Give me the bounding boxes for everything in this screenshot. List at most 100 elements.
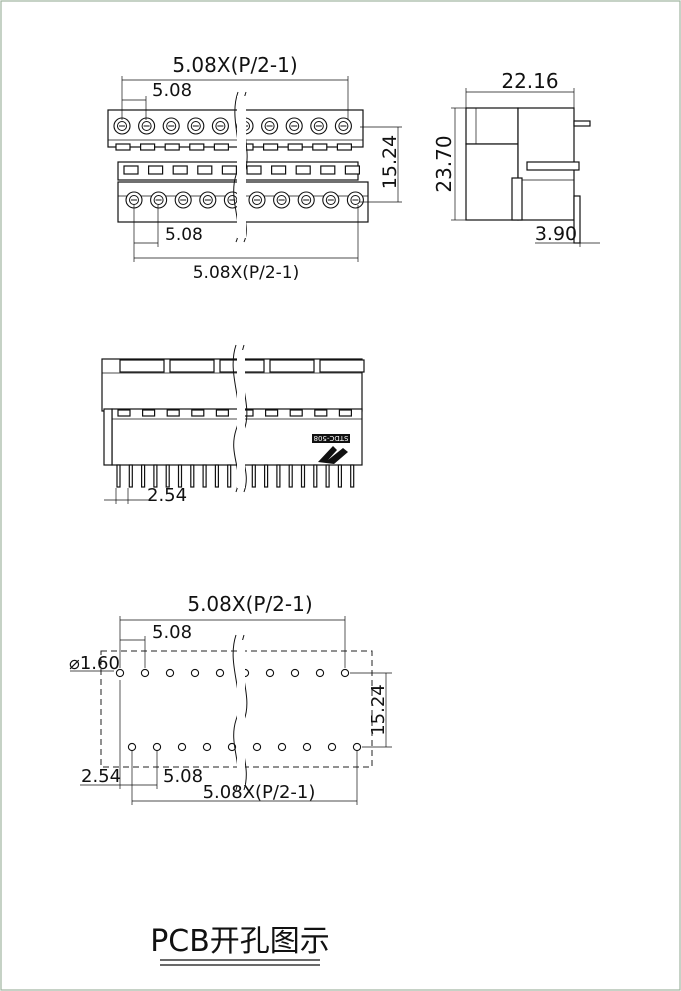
screw-head	[264, 121, 275, 131]
pcb-hole	[327, 742, 337, 752]
tab	[189, 143, 205, 151]
header-pin	[202, 464, 207, 488]
header-pin	[300, 464, 306, 488]
tab	[336, 143, 352, 151]
upper-screw-row	[113, 117, 352, 135]
tab	[269, 359, 315, 373]
side-plug-lower	[465, 143, 519, 221]
header-pin	[116, 464, 121, 488]
tab	[142, 409, 156, 417]
front-latch	[103, 408, 113, 466]
tab	[312, 143, 328, 151]
header-pin	[276, 464, 281, 488]
front-pin-row	[116, 464, 355, 488]
pcb-hole	[227, 742, 237, 752]
dim-pitch-bottom-label: 5.08	[165, 225, 203, 245]
break-gap	[237, 96, 246, 238]
header-pin	[141, 464, 146, 488]
dim-span-top-label: 5.08X(P/2-1)	[172, 53, 297, 77]
tab	[319, 359, 365, 373]
pcb-hole	[352, 742, 362, 752]
screw-head	[313, 121, 324, 131]
dim-span-bottom-label: 5.08X(P/2-1)	[193, 263, 300, 283]
pcb-outline	[100, 650, 373, 768]
tab	[197, 165, 213, 175]
header-pin	[325, 464, 330, 488]
front-view: STDC-508 2.54	[101, 344, 365, 506]
tab	[221, 165, 237, 175]
pcb-dim-offset-label: 2.54	[81, 766, 121, 787]
header-pin	[153, 464, 158, 488]
header-pin	[190, 464, 195, 488]
screw-head	[141, 121, 152, 131]
screw-head	[301, 195, 312, 205]
screw-head	[190, 121, 201, 131]
header-pin	[264, 464, 269, 488]
screw-head	[117, 121, 127, 131]
dim-depth-label: 22.16	[501, 69, 558, 93]
pcb-dim-span-bottom-label: 5.08X(P/2-1)	[203, 782, 316, 803]
pcb-hole	[177, 742, 187, 752]
tab	[191, 409, 205, 417]
side-view: 22.16 23.70 3.90	[432, 69, 600, 247]
header-pin	[165, 464, 170, 488]
pcb-hole	[202, 742, 212, 752]
side-plug-upper	[465, 107, 519, 145]
tab	[295, 165, 311, 175]
pcb-hole-row-top	[115, 668, 350, 678]
pcb-hole-row-bottom	[127, 742, 362, 752]
footer-title: PCB开孔图示	[150, 924, 330, 959]
pcb-dim-row-gap-label: 15.24	[368, 684, 389, 736]
pcb-hole	[265, 668, 275, 678]
lower-screw-row	[125, 191, 364, 209]
pcb-hole	[302, 742, 312, 752]
tab	[119, 359, 165, 373]
screw-head	[227, 195, 238, 205]
screw-head	[215, 121, 226, 131]
header-pin	[214, 464, 219, 488]
screw-head	[289, 121, 300, 131]
pcb-hole	[127, 742, 137, 752]
tab	[320, 165, 336, 175]
header-pin	[313, 464, 318, 488]
tab	[123, 165, 139, 175]
top-view: 5.08X(P/2-1) 5.08 15.24 5.08 5.08X(P/2-1…	[107, 53, 402, 283]
pcb-dim-pitch-top-label: 5.08	[152, 622, 192, 643]
pcb-hole	[115, 668, 125, 678]
front-break-gap	[237, 350, 245, 488]
dim-pin-length-label: 3.90	[535, 223, 577, 245]
pcb-hole	[165, 668, 175, 678]
logo-mark	[318, 446, 348, 464]
tab	[140, 143, 156, 151]
stamp-bar	[312, 434, 350, 443]
tab	[164, 143, 180, 151]
header-pin	[350, 464, 355, 488]
side-pin-upper	[573, 120, 591, 127]
header-slot-marks	[123, 165, 360, 175]
side-pin-channel	[526, 161, 580, 171]
tab	[115, 143, 131, 151]
pcb-hole	[190, 668, 200, 678]
dim-row-gap-label: 15.24	[379, 135, 401, 189]
pcb-dim-diameter-label: ⌀1.60	[69, 653, 120, 674]
screw-head	[202, 195, 213, 205]
screw-head	[325, 195, 336, 205]
dim-height-label: 23.70	[432, 135, 456, 192]
pcb-hole	[252, 742, 262, 752]
header-pin	[337, 464, 342, 488]
tab	[314, 409, 328, 417]
pcb-layout-view: 5.08X(P/2-1) 5.08 ⌀1.60 15.24 2.54 5.08 …	[69, 592, 392, 805]
tab	[265, 409, 279, 417]
tab	[117, 409, 131, 417]
tab	[338, 409, 352, 417]
dim-pin-pitch-label: 2.54	[147, 485, 187, 506]
pcb-dim-pitch-bottom-label: 5.08	[163, 766, 203, 787]
header-pin	[288, 464, 293, 488]
pcb-hole	[290, 668, 300, 678]
screw-head	[178, 195, 189, 205]
header-pin	[227, 464, 232, 488]
pcb-hole	[152, 742, 162, 752]
dim-pitch-top-label: 5.08	[152, 80, 192, 101]
